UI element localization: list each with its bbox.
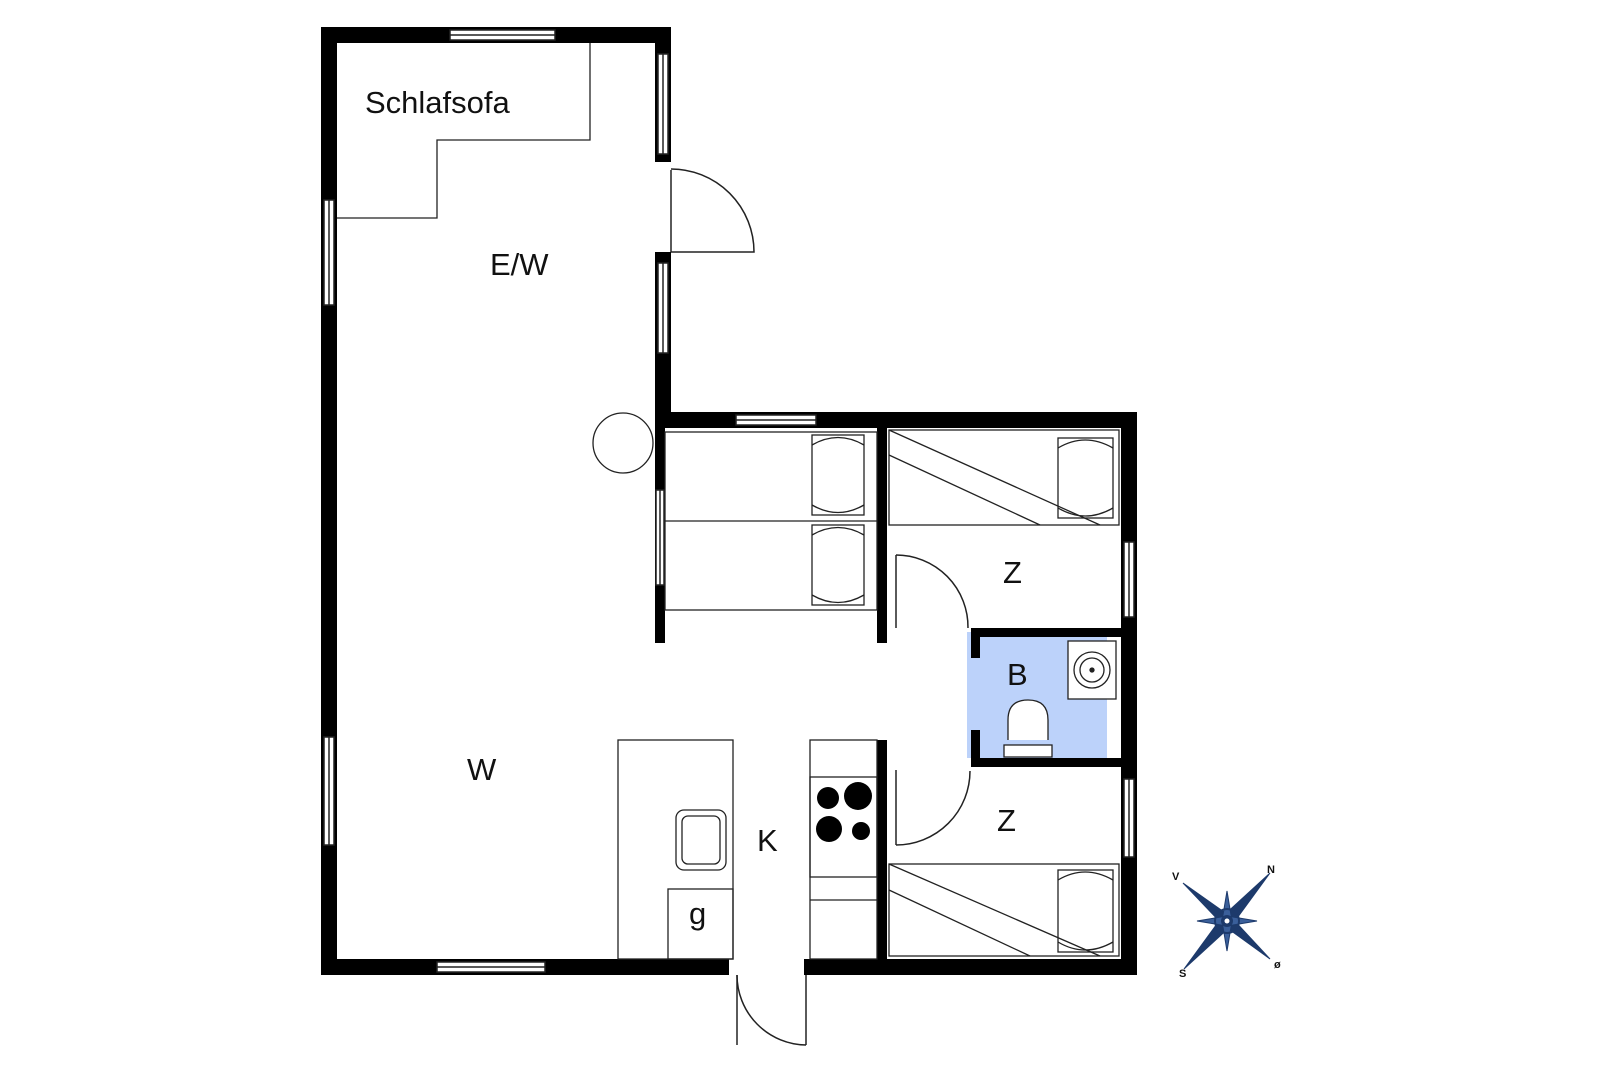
label-g: g [689,896,706,931]
pillow [1057,437,1114,519]
sink [675,809,727,871]
windows [323,29,1135,973]
fridge [667,888,734,960]
stove-burners [816,782,872,842]
round-table [592,412,654,474]
bunk-bed [888,863,1120,957]
doors [670,168,971,1046]
compass-rose: V N S ø [1172,864,1281,980]
pillow [811,434,865,516]
stove [809,776,878,878]
bunk-bed [888,429,1120,526]
compass-north-label: N [1267,864,1275,876]
label-w: W [467,752,497,787]
label-k: K [757,823,778,858]
compass-west-label: V [1172,871,1180,883]
pillow [1057,869,1114,953]
sofa-outline [337,43,591,219]
label-b: B [1007,657,1028,692]
furniture [337,43,1120,960]
pillow [811,524,865,606]
toilet [1007,699,1049,740]
stove-counter [809,739,878,960]
label-schlafsofa: Schlafsofa [365,85,511,120]
compass-south-label: S [1179,968,1186,980]
compass-east-label: ø [1274,959,1281,971]
label-z-lower: Z [997,803,1016,838]
label-z-upper: Z [1003,555,1022,590]
label-ew: E/W [490,247,549,282]
